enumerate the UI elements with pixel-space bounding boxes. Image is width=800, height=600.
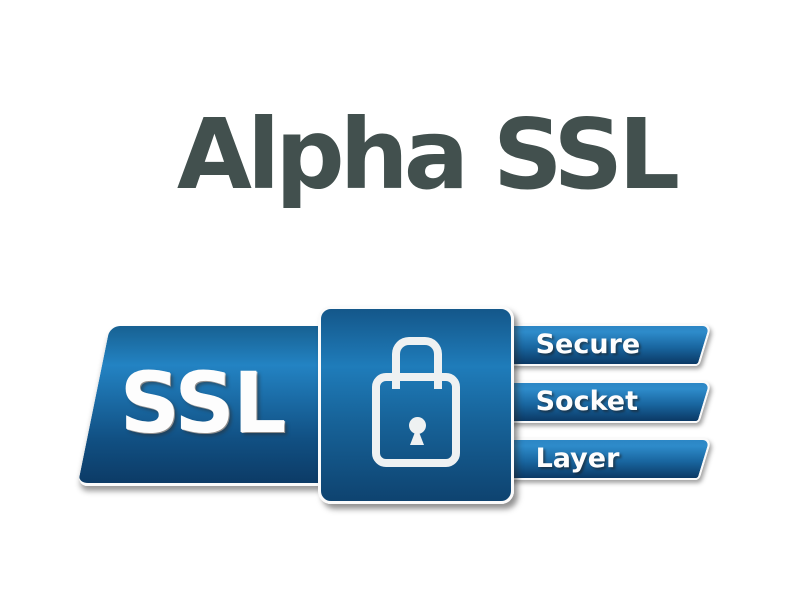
padlock-shackle — [392, 337, 442, 389]
ribbon-bar-layer-label: Layer — [535, 443, 620, 474]
ribbon-bar-socket-label: Socket — [535, 386, 639, 417]
ssl-plate-label: SSL — [119, 354, 287, 452]
ribbon-bar-layer: Layer — [487, 438, 712, 480]
keyhole-stem — [410, 427, 424, 445]
page-title: Alpha SSL — [176, 98, 680, 211]
ribbon-bar-socket: Socket — [487, 381, 712, 423]
ribbon-bar-secure: Secure — [487, 324, 712, 366]
lock-tile — [318, 306, 514, 504]
padlock-body — [372, 373, 460, 467]
ribbon-bar-secure-label: Secure — [535, 329, 641, 360]
